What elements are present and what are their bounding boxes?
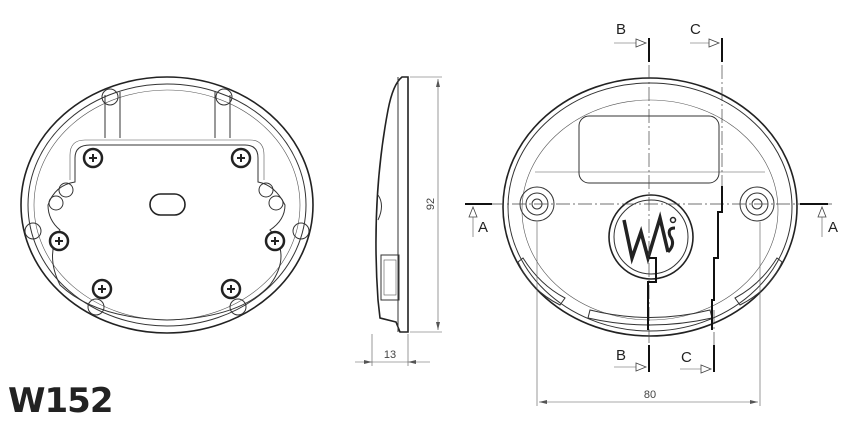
section-c-top-label: C [690, 21, 701, 38]
was-logo [608, 194, 694, 280]
cable-slot [149, 193, 186, 216]
back-view [20, 76, 314, 334]
section-c-bottom-label: C [681, 349, 692, 366]
section-markers: B C B C A A [465, 21, 838, 374]
screw-icons [48, 147, 286, 300]
mounting-tabs [24, 88, 310, 316]
section-b-bottom-label: B [616, 347, 626, 364]
section-b-top-label: B [616, 21, 626, 38]
vent-slots [517, 257, 783, 326]
height-dimension: 92 [425, 198, 437, 210]
hole-spacing-dimension: 80 [644, 389, 656, 401]
model-title: W152 [8, 381, 112, 421]
side-view: 92 13 [355, 76, 442, 366]
depth-dimension: 13 [384, 349, 396, 361]
front-view: B C B C A A 80 [465, 21, 838, 406]
section-a-right-label: A [828, 219, 838, 236]
section-a-left-label: A [478, 219, 488, 236]
